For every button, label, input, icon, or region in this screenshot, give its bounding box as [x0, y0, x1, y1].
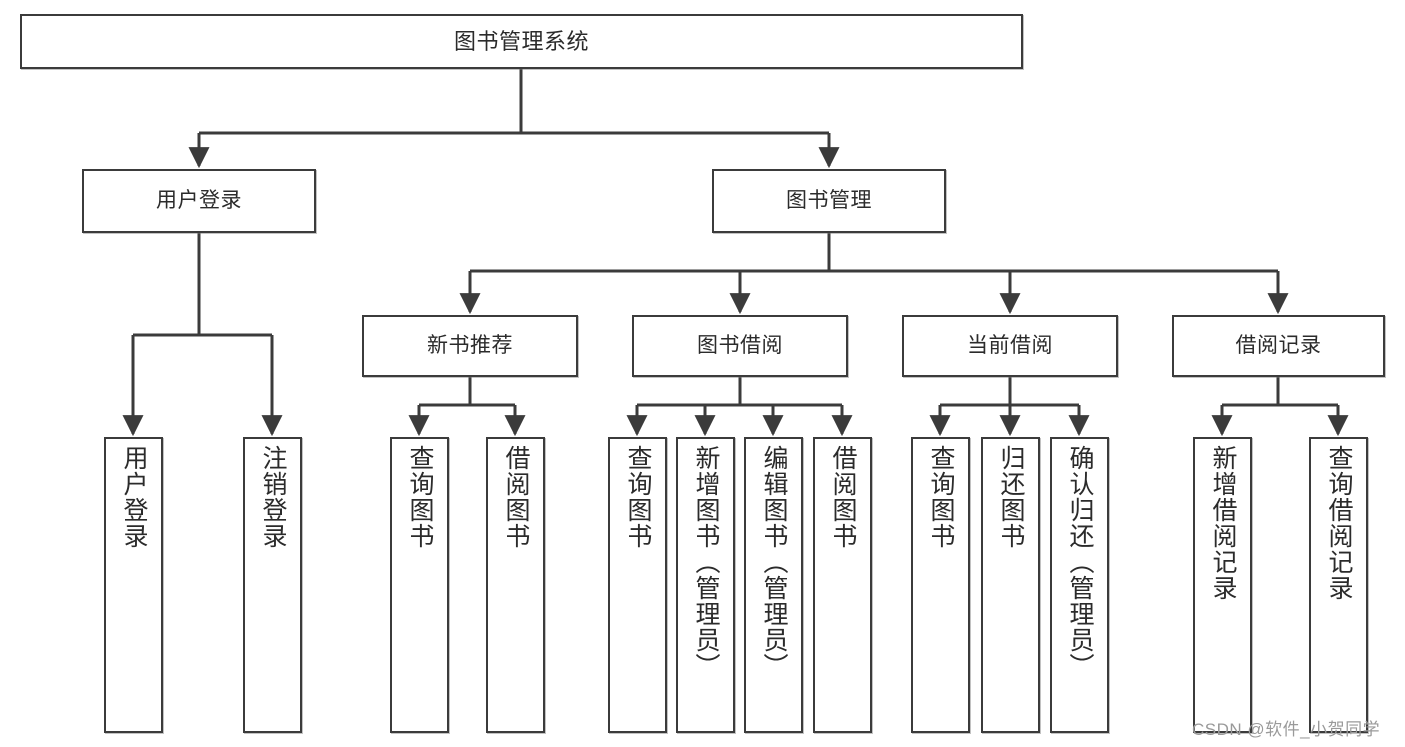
node-borrow-record[interactable]: 借阅记录	[1172, 315, 1385, 377]
node-borrow-record-label: 借阅记录	[1235, 333, 1322, 357]
node-leaf-query-book-3[interactable]: 查询图书	[911, 437, 970, 733]
node-leaf-query-book-1[interactable]: 查询图书	[390, 437, 449, 733]
node-leaf-user-login-label: 用户登录	[120, 445, 148, 549]
node-leaf-logout-login[interactable]: 注销登录	[243, 437, 302, 733]
node-leaf-query-book-2[interactable]: 查询图书	[608, 437, 667, 733]
node-book-management[interactable]: 图书管理	[712, 169, 946, 233]
node-root[interactable]: 图书管理系统	[20, 14, 1023, 69]
node-leaf-query-book-1-label: 查询图书	[406, 445, 434, 549]
node-leaf-query-book-3-label: 查询图书	[927, 445, 955, 549]
node-leaf-confirm-return[interactable]: 确认归还（管理员）	[1050, 437, 1109, 733]
node-leaf-confirm-return-label: 确认归还（管理员）	[1066, 445, 1094, 679]
node-current-borrow[interactable]: 当前借阅	[902, 315, 1118, 377]
node-leaf-query-book-2-label: 查询图书	[624, 445, 652, 549]
node-leaf-borrow-book-1-label: 借阅图书	[502, 445, 530, 549]
node-leaf-edit-book-label: 编辑图书（管理员）	[760, 445, 788, 679]
node-user-login-label: 用户登录	[156, 188, 242, 212]
watermark-text: CSDN @软件_小贺同学	[1192, 720, 1381, 739]
node-new-book-recommend-label: 新书推荐	[427, 333, 513, 357]
node-leaf-add-record-label: 新增借阅记录	[1209, 445, 1237, 601]
node-book-borrow-label: 图书借阅	[697, 333, 783, 357]
node-book-management-label: 图书管理	[786, 188, 872, 212]
node-leaf-borrow-book-2-label: 借阅图书	[829, 445, 857, 549]
node-leaf-user-login[interactable]: 用户登录	[104, 437, 163, 733]
node-leaf-add-record[interactable]: 新增借阅记录	[1193, 437, 1252, 733]
node-book-borrow[interactable]: 图书借阅	[632, 315, 848, 377]
node-current-borrow-label: 当前借阅	[967, 333, 1053, 357]
node-leaf-add-book[interactable]: 新增图书（管理员）	[676, 437, 735, 733]
node-leaf-borrow-book-2[interactable]: 借阅图书	[813, 437, 872, 733]
node-leaf-query-record-label: 查询借阅记录	[1325, 445, 1353, 601]
node-user-login[interactable]: 用户登录	[82, 169, 316, 233]
node-leaf-logout-login-label: 注销登录	[259, 445, 287, 549]
node-leaf-return-book-label: 归还图书	[997, 445, 1025, 549]
node-leaf-edit-book[interactable]: 编辑图书（管理员）	[744, 437, 803, 733]
node-new-book-recommend[interactable]: 新书推荐	[362, 315, 578, 377]
node-leaf-query-record[interactable]: 查询借阅记录	[1309, 437, 1368, 733]
node-leaf-add-book-label: 新增图书（管理员）	[692, 445, 720, 679]
node-leaf-return-book[interactable]: 归还图书	[981, 437, 1040, 733]
node-leaf-borrow-book-1[interactable]: 借阅图书	[486, 437, 545, 733]
node-root-label: 图书管理系统	[453, 28, 589, 54]
